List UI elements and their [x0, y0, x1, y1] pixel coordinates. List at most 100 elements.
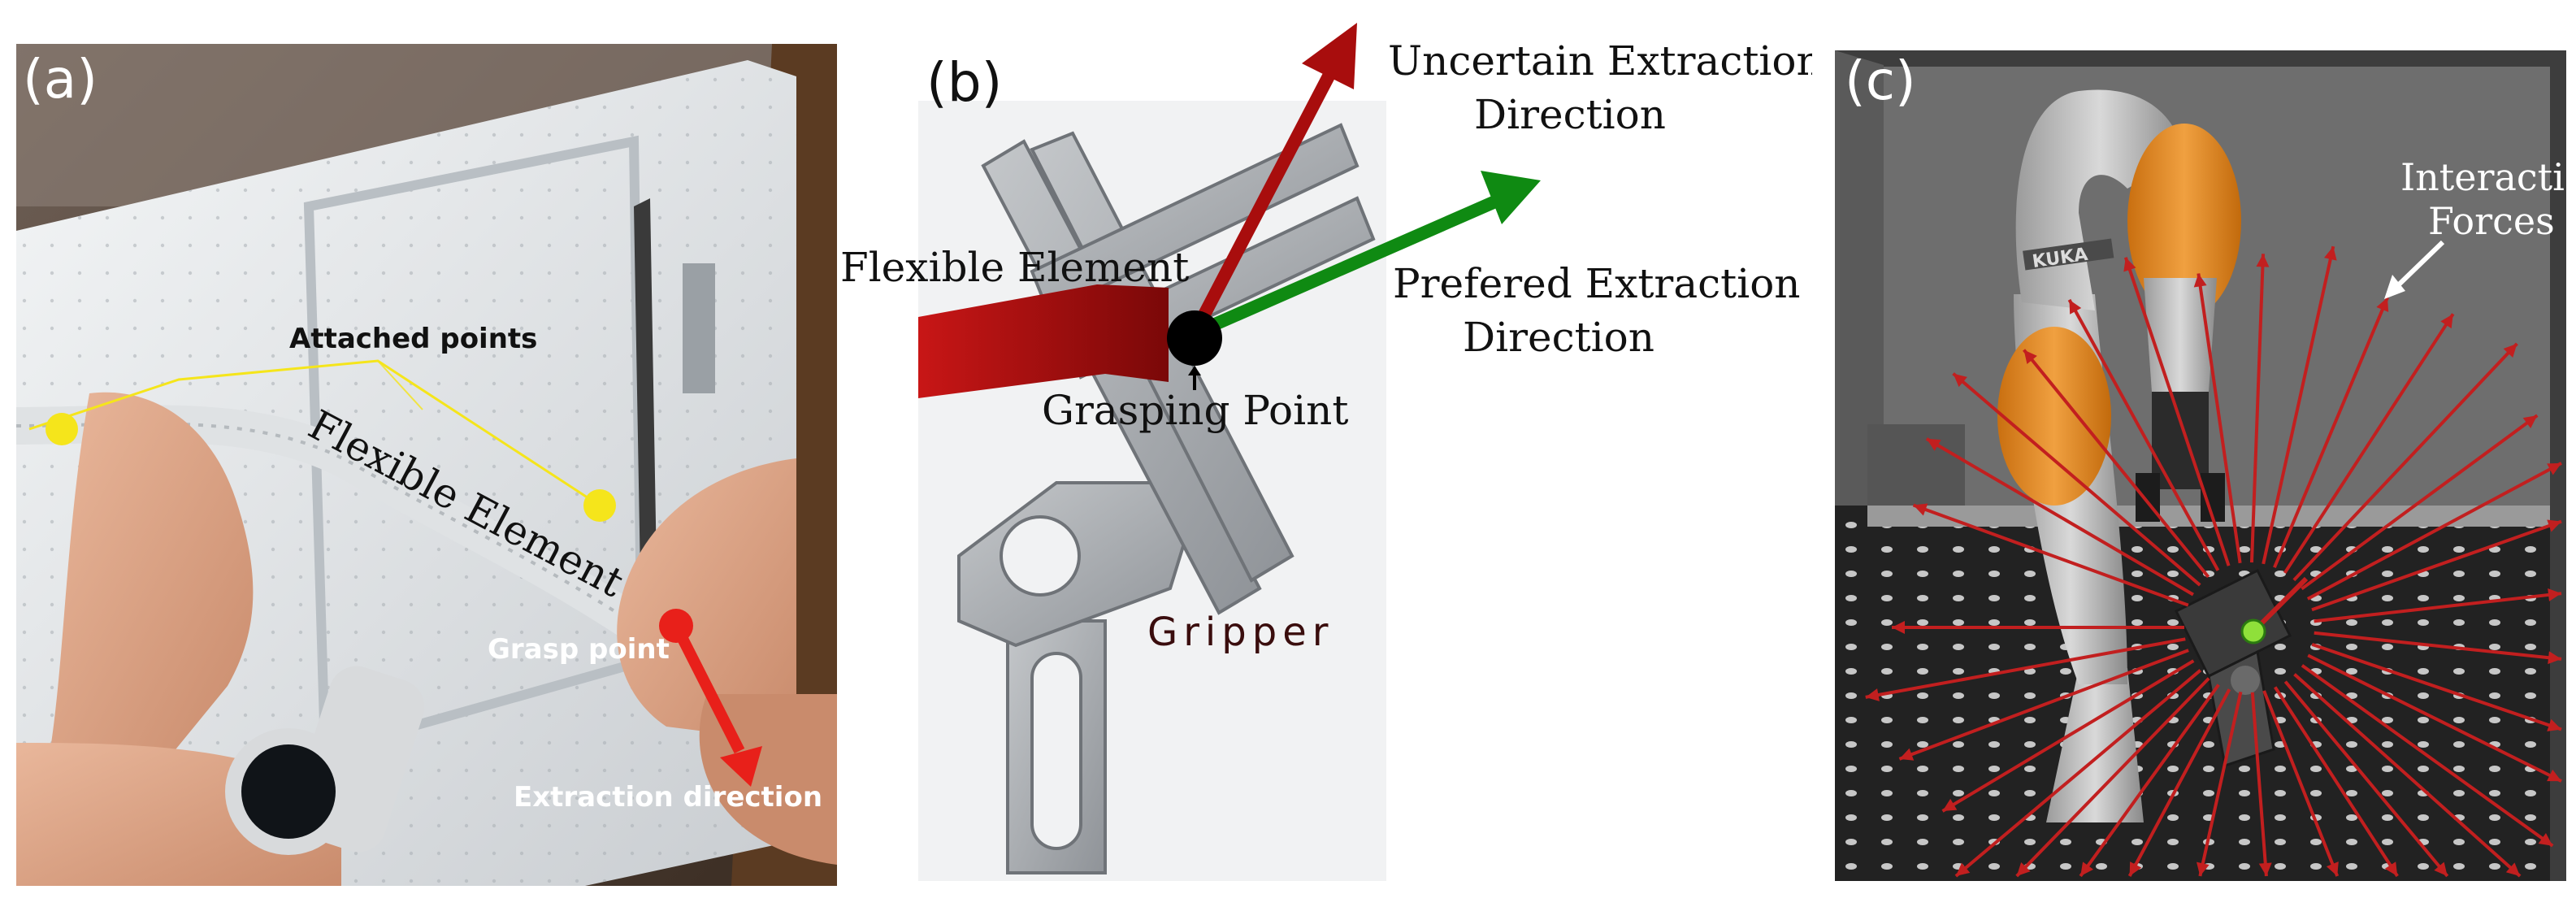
force-arrow-shaft [2293, 673, 2522, 878]
force-arrow-shaft [2262, 690, 2340, 877]
panel-a-illustration: (a) Attached points Flexible Element Gra… [16, 44, 837, 886]
panel-c-letter: (c) [1845, 50, 1916, 112]
force-arrow-shaft [1865, 637, 2186, 699]
force-arrowhead [2434, 861, 2448, 876]
force-arrow-shaft [2127, 688, 2231, 877]
left-hand [49, 392, 254, 775]
interaction-forces-label-line1: Interaction [2400, 155, 2566, 199]
force-arrow-shaft [1941, 659, 2195, 813]
panel-b-annotations: (b) Uncertain Extraction Direction Prefe… [840, 23, 1812, 655]
force-arrowhead [2384, 861, 2398, 876]
force-arrowhead [1913, 503, 1928, 516]
force-arrow-shaft [2249, 254, 2266, 563]
gripper-mount-hole [1000, 515, 1081, 597]
extraction-direction-arrow-shaft [670, 623, 745, 754]
prefered-direction-arrow-shaft [1191, 195, 1498, 340]
grasp-point-marker-c [2240, 618, 2266, 644]
force-arrow-shaft [2023, 349, 2210, 579]
force-arrow-shaft [2306, 462, 2562, 601]
uncertain-direction-label-line2: Direction [1474, 91, 1666, 138]
force-arrow-shaft [1952, 372, 2201, 587]
force-arrow-shaft [2292, 342, 2518, 582]
force-arrow-shaft [2067, 298, 2220, 571]
force-arrowhead [1926, 438, 1941, 451]
force-arrow-shaft [2262, 245, 2335, 565]
flexible-element-bar [918, 284, 1169, 398]
watch-face [241, 744, 336, 839]
force-arrow-shaft [2197, 273, 2242, 564]
force-arrow-shaft [2307, 653, 2562, 783]
force-arrowhead [2256, 254, 2270, 267]
force-arrowhead [2080, 861, 2094, 876]
force-arrowhead [2016, 861, 2031, 876]
gripper-finger-1 [981, 139, 1262, 615]
force-arrow-shaft [2250, 692, 2268, 877]
prefered-direction-label-line2: Direction [1463, 314, 1654, 361]
interaction-force-arrows [1865, 245, 2562, 878]
force-arrowhead [2326, 861, 2339, 876]
attached-point-marker-1 [46, 413, 78, 445]
force-arrowhead [1942, 798, 1958, 812]
force-arrowhead [2548, 588, 2561, 601]
force-arrow-shaft [2283, 313, 2455, 575]
grasp-point-label: Grasp point [488, 633, 670, 666]
force-arrow-shaft [2274, 686, 2399, 878]
force-arrowhead [2123, 257, 2136, 272]
attached-point-marker-2 [583, 489, 616, 522]
force-arrowhead [2547, 718, 2561, 731]
prefered-direction-arrowhead [1481, 171, 1541, 224]
force-arrowhead [2505, 862, 2521, 876]
force-arrow-shaft [2311, 643, 2562, 731]
force-arrow-shaft [1954, 669, 2202, 878]
force-arrow-shaft [2314, 631, 2562, 661]
force-arrow-shaft [2301, 664, 2554, 848]
force-arrow-shaft [1925, 437, 2194, 597]
force-arrowhead [2538, 832, 2553, 846]
panel-b-gripper-diagram [918, 101, 1386, 881]
force-arrowhead [2440, 314, 2453, 329]
attached-points-label: Attached points [289, 323, 537, 355]
panel-b-illustration [918, 101, 1386, 881]
robot-joint-orange-2 [2127, 124, 2241, 319]
force-arrow-shaft [1912, 503, 2189, 607]
force-arrowhead [2069, 299, 2082, 315]
force-arrowhead [2196, 861, 2210, 876]
force-arrowhead [2547, 519, 2561, 532]
uncertain-direction-arrowhead [1302, 23, 1357, 89]
force-arrowhead [2503, 343, 2517, 358]
panel-c-illustration: KUKA (c) Interaction Forces [1835, 50, 2566, 881]
force-arrowhead [1892, 621, 1905, 634]
force-arrowhead [1953, 373, 1967, 388]
force-arrowhead [2548, 651, 2561, 665]
force-arrowhead [1899, 748, 1915, 761]
force-arrowhead [2547, 769, 2561, 782]
robot-joint-orange-1 [1997, 327, 2111, 506]
force-arrowhead [2258, 862, 2272, 876]
extraction-direction-arrowhead [720, 746, 762, 787]
force-arrowhead [2023, 349, 2037, 364]
force-arrowhead [1955, 862, 1971, 876]
force-arrow-shaft [2283, 680, 2449, 878]
interaction-forces-pointer [2393, 240, 2445, 290]
right-hand [617, 458, 796, 743]
force-arrowhead [2376, 297, 2389, 313]
grasping-point-marker [1167, 310, 1222, 366]
gripper-label: Gripper [1147, 610, 1334, 655]
gripper-slot [1030, 652, 1082, 850]
panel-b-letter: (b) [926, 51, 1002, 114]
prefered-direction-label-line1: Prefered Extraction [1393, 260, 1801, 307]
interaction-forces-label-line2: Forces [2428, 199, 2555, 243]
tool-gripper-on-table [2174, 568, 2292, 679]
grasping-point-label: Grasping Point [1042, 387, 1348, 434]
uncertain-direction-label-line1: Uncertain Extraction [1388, 37, 1812, 85]
robot-gripper [2152, 392, 2209, 489]
panel-a-photo: (a) Attached points Flexible Element Gra… [16, 44, 837, 886]
force-arrow-shaft [2311, 519, 2562, 612]
force-arrow-shaft [2198, 691, 2243, 877]
force-arrow-shaft [2015, 677, 2210, 878]
force-arrow-shaft [2273, 297, 2389, 568]
force-arrowhead [2193, 273, 2207, 288]
force-arrowhead [1865, 688, 1880, 701]
force-arrowhead [2324, 246, 2337, 261]
uncertain-direction-arrow-shaft [1188, 68, 1338, 336]
